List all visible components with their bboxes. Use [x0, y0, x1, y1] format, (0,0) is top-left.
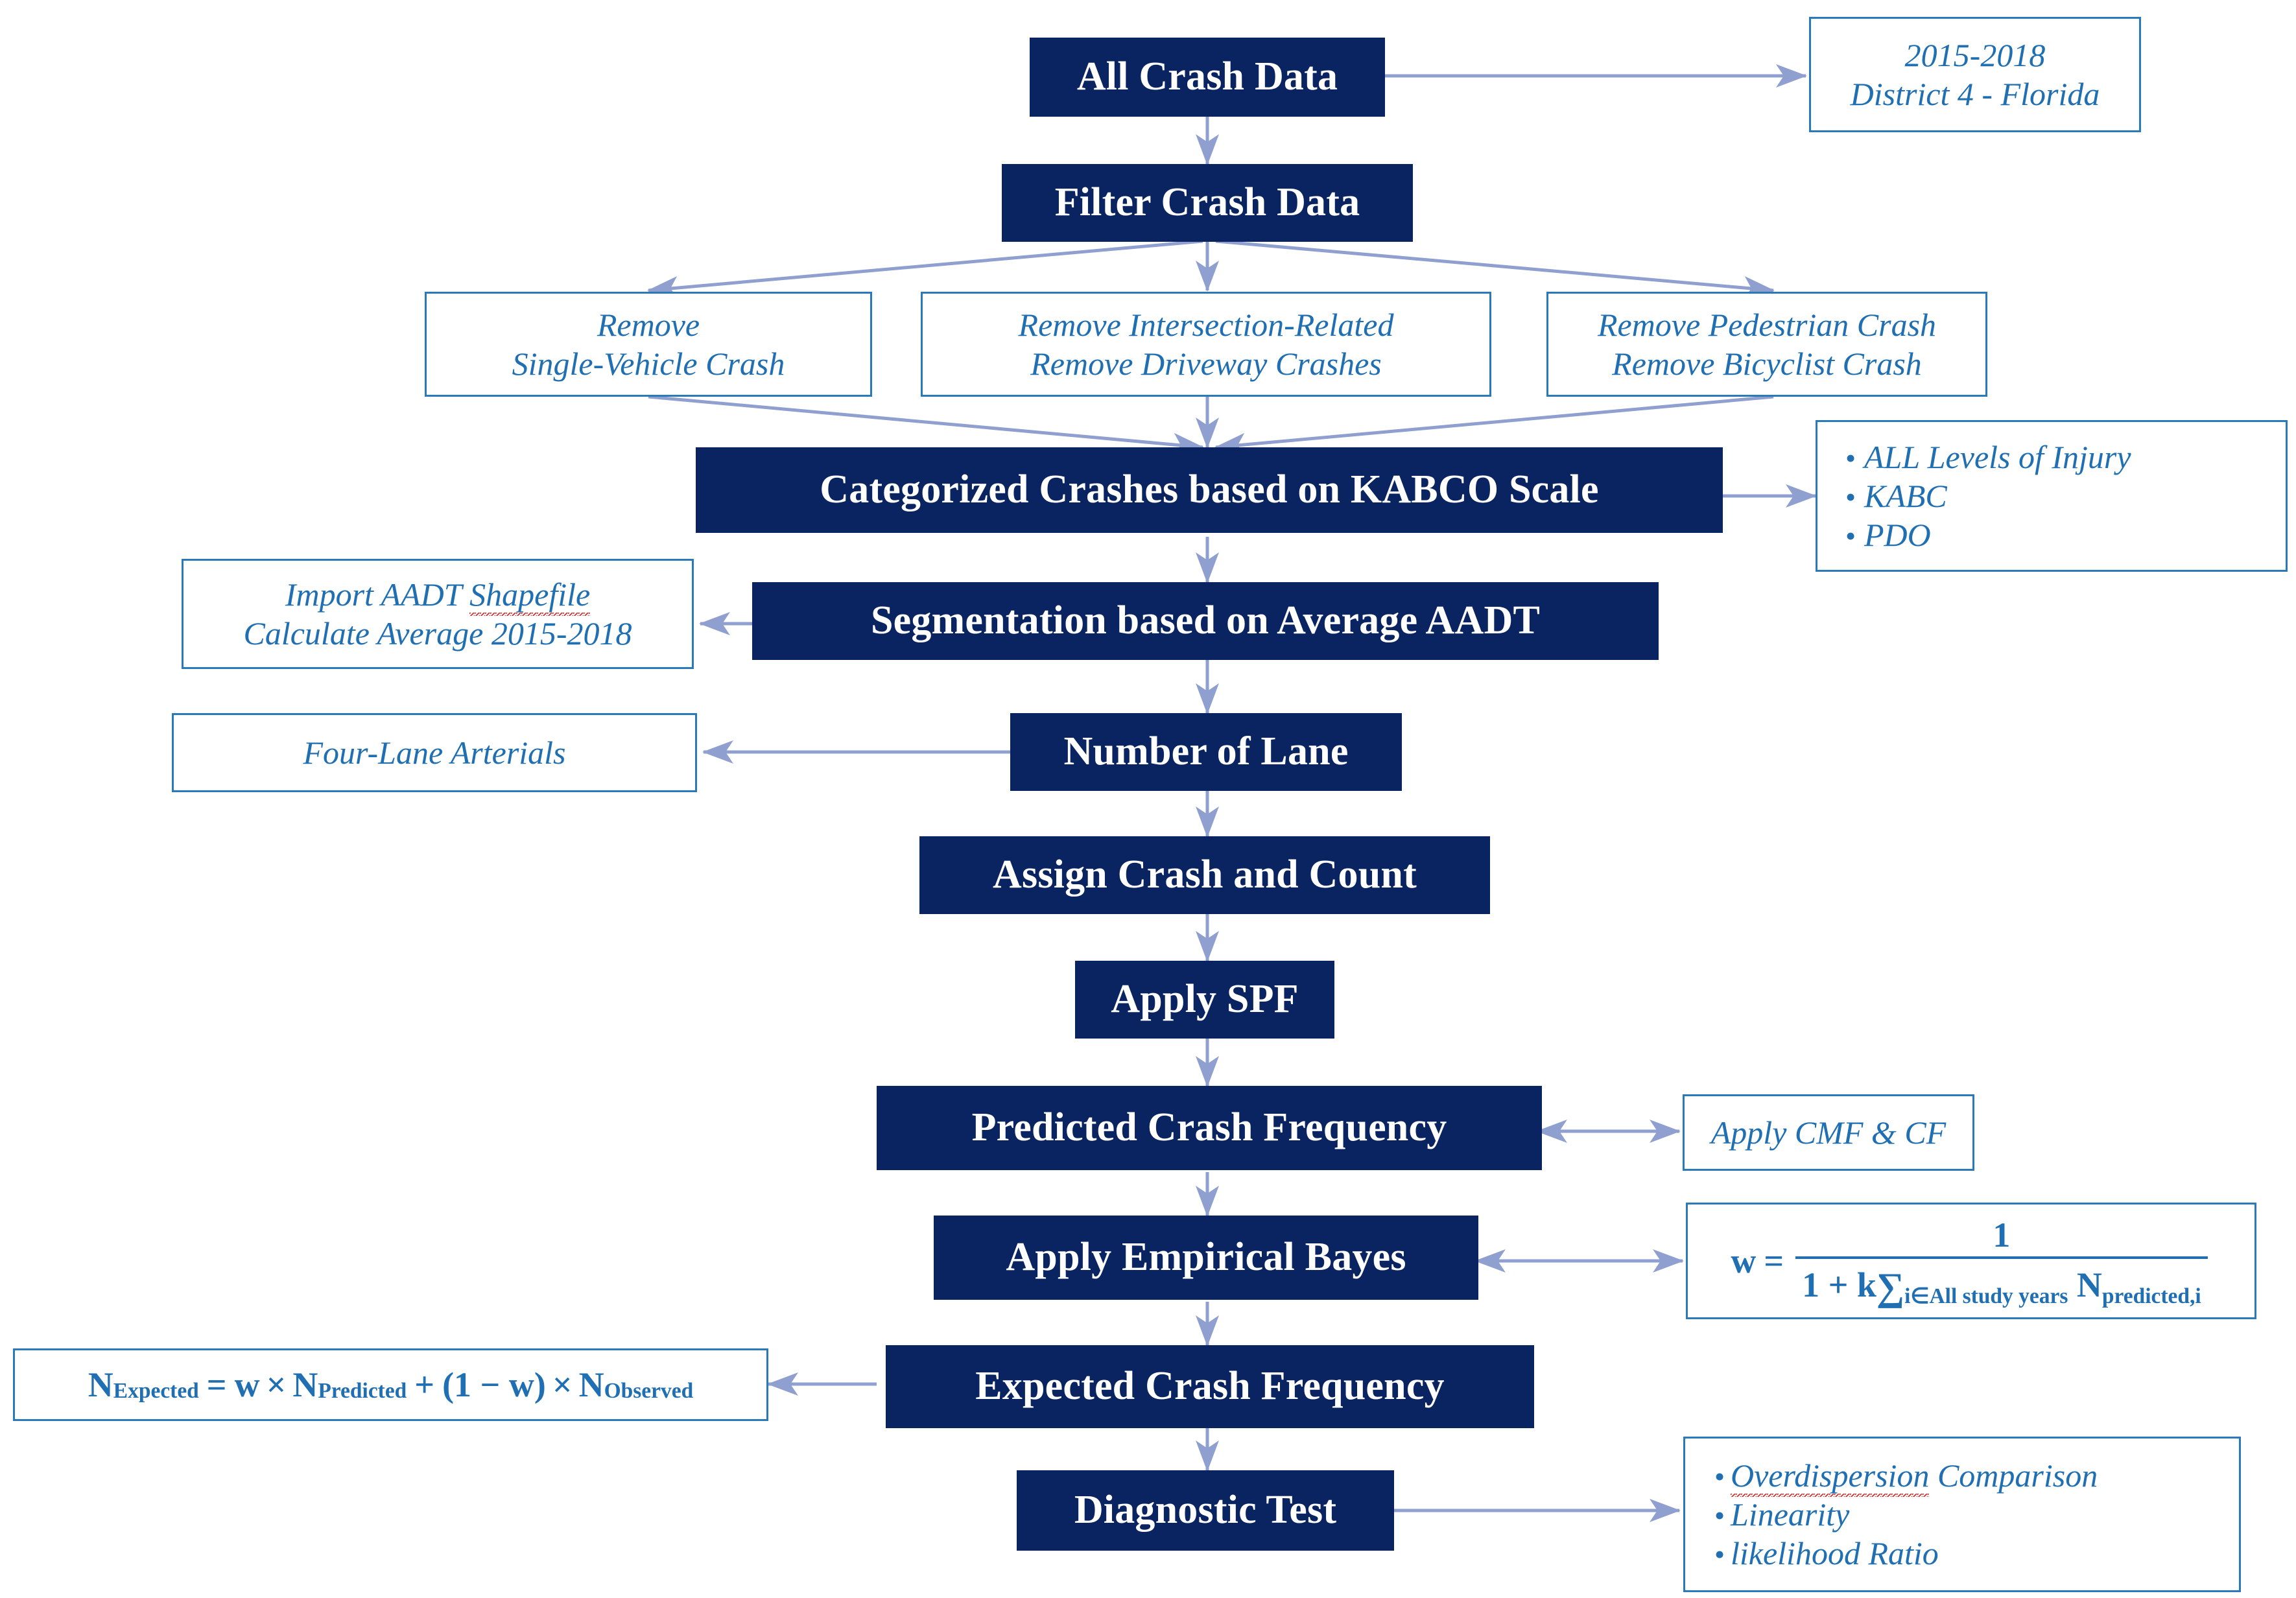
formula-times-1: × — [266, 1365, 287, 1404]
bullet-icon: • — [1845, 519, 1856, 552]
note-study-scope[interactable]: 2015-2018 District 4 - Florida — [1809, 17, 2141, 132]
formula-term-3: (1 − w) — [442, 1365, 546, 1404]
note-line-1: Four-Lane Arterials — [303, 734, 566, 771]
note-line-2: Calculate Average 2015-2018 — [243, 615, 632, 652]
note-four-lane-arterials[interactable]: Four-Lane Arterials — [172, 713, 697, 792]
note-aadt-import[interactable]: Import AADT Shapefile Calculate Average … — [182, 559, 694, 669]
formula-den-prefix: 1 + k — [1802, 1265, 1876, 1304]
node-segmentation-aadt[interactable]: Segmentation based on Average AADT — [752, 582, 1659, 660]
bullet-icon: • — [1845, 441, 1856, 475]
note-line-1-prefix: Import AADT — [285, 576, 470, 613]
formula-term-1: w — [234, 1365, 260, 1404]
node-label: Apply SPF — [1111, 977, 1299, 1022]
formula-eb-weight: w = 1 1 + k∑i∈All study years Npredicted… — [1686, 1203, 2256, 1319]
node-apply-spf[interactable]: Apply SPF — [1075, 961, 1334, 1039]
note-line-1: Remove Intersection-Related — [1018, 307, 1394, 343]
node-diagnostic-test[interactable]: Diagnostic Test — [1017, 1470, 1394, 1551]
formula-den-term: N — [2076, 1265, 2102, 1304]
list-item-label: likelihood Ratio — [1731, 1535, 1939, 1571]
formula-lhs: N — [88, 1365, 113, 1404]
note-kabco-levels[interactable]: • ALL Levels of Injury • KABC • PDO — [1816, 420, 2288, 572]
node-label: Filter Crash Data — [1054, 180, 1360, 225]
list-item-label: Linearity — [1731, 1496, 1850, 1533]
formula-equals: = — [1764, 1241, 1784, 1280]
bullet-icon: • — [1845, 480, 1856, 513]
formula-den-term-sub: predicted,i — [2101, 1284, 2201, 1309]
note-line-2: District 4 - Florida — [1850, 76, 2100, 112]
note-filter-ped-bike[interactable]: Remove Pedestrian Crash Remove Bicyclist… — [1546, 292, 1987, 397]
note-line-1: 2015-2018 — [1904, 37, 2046, 73]
formula-plus: + — [414, 1365, 435, 1404]
note-line-1: Remove — [597, 307, 700, 343]
note-filter-single-vehicle[interactable]: Remove Single-Vehicle Crash — [425, 292, 872, 397]
list-item-label-rest: Comparison — [1929, 1457, 2098, 1494]
arrow-filter-to-singlevehicle — [647, 239, 1203, 300]
node-filter-crash-data[interactable]: Filter Crash Data — [1002, 164, 1413, 242]
formula-term-2-sub: Predicted — [318, 1379, 407, 1404]
node-label: Assign Crash and Count — [993, 852, 1417, 897]
list-item-label: Overdispersion Comparison — [1731, 1456, 2098, 1497]
bullet-icon: • — [1714, 1538, 1725, 1571]
note-apply-cmf-cf[interactable]: Apply CMF & CF — [1683, 1094, 1974, 1171]
note-line-2: Single-Vehicle Crash — [512, 346, 785, 382]
node-label: Predicted Crash Frequency — [971, 1105, 1447, 1150]
summation-icon: ∑ — [1876, 1265, 1905, 1309]
node-number-of-lane[interactable]: Number of Lane — [1010, 713, 1402, 791]
node-label: Diagnostic Test — [1074, 1488, 1337, 1533]
list-item: • KABC — [1837, 476, 1947, 515]
formula-times-2: × — [552, 1365, 573, 1404]
list-item-label: ALL Levels of Injury — [1864, 439, 2131, 475]
node-expected-crash-frequency[interactable]: Expected Crash Frequency — [886, 1345, 1534, 1428]
node-label: Segmentation based on Average AADT — [870, 598, 1541, 643]
formula-denominator: 1 + k∑i∈All study years Npredicted,i — [1795, 1256, 2208, 1309]
list-item: • PDO — [1837, 515, 1931, 554]
node-label: All Crash Data — [1076, 54, 1338, 99]
list-item-label: KABC — [1864, 478, 1947, 514]
node-all-crash-data[interactable]: All Crash Data — [1030, 38, 1385, 117]
node-label: Expected Crash Frequency — [975, 1364, 1445, 1409]
formula-numerator: 1 — [1993, 1216, 2011, 1254]
note-line-1: Apply CMF & CF — [1710, 1114, 1947, 1151]
list-item: • Linearity — [1709, 1495, 1849, 1534]
formula-term-2: N — [292, 1365, 318, 1404]
note-line-2: Remove Driveway Crashes — [1030, 346, 1382, 382]
spellcheck-underline: Shapefile — [469, 576, 591, 616]
list-item: • Overdispersion Comparison — [1709, 1456, 2098, 1497]
node-predicted-crash-frequency[interactable]: Predicted Crash Frequency — [877, 1086, 1542, 1170]
note-line-1: Remove Pedestrian Crash — [1597, 307, 1937, 343]
bullet-icon: • — [1714, 1499, 1725, 1532]
node-apply-empirical-bayes[interactable]: Apply Empirical Bayes — [934, 1216, 1478, 1300]
node-categorized-kabco[interactable]: Categorized Crashes based on KABCO Scale — [696, 447, 1723, 533]
node-label: Apply Empirical Bayes — [1006, 1235, 1406, 1280]
node-label: Number of Lane — [1063, 729, 1349, 774]
list-item: • ALL Levels of Injury — [1837, 438, 2131, 476]
spellcheck-underline: Overdispersion — [1731, 1457, 1930, 1497]
formula-sum-subscript: i∈All study years — [1904, 1284, 2068, 1309]
note-line-1: Import AADT Shapefile — [285, 575, 591, 616]
arrow-pedbike-to-kabco — [1214, 395, 1774, 456]
note-filter-intersection-driveway[interactable]: Remove Intersection-Related Remove Drive… — [921, 292, 1491, 397]
formula-equals: = — [206, 1365, 227, 1404]
node-assign-crash-count[interactable]: Assign Crash and Count — [919, 836, 1490, 914]
formula-term-4: N — [578, 1365, 604, 1404]
formula-lhs-sub: Expected — [113, 1379, 199, 1404]
formula-term-4-sub: Observed — [604, 1379, 694, 1404]
node-label: Categorized Crashes based on KABCO Scale — [820, 467, 1599, 512]
formula-lhs: w — [1731, 1241, 1757, 1280]
note-line-2: Remove Bicyclist Crash — [1612, 346, 1922, 382]
arrow-singlevehicle-to-kabco — [648, 395, 1204, 456]
formula-fraction: 1 1 + k∑i∈All study years Npredicted,i — [1795, 1215, 2208, 1309]
arrow-filter-to-pedbike — [1215, 239, 1775, 300]
list-item-label: PDO — [1864, 517, 1931, 553]
list-item: • likelihood Ratio — [1709, 1534, 1939, 1573]
bullet-icon: • — [1714, 1460, 1725, 1493]
note-diagnostic-tests[interactable]: • Overdispersion Comparison • Linearity … — [1683, 1437, 2241, 1592]
